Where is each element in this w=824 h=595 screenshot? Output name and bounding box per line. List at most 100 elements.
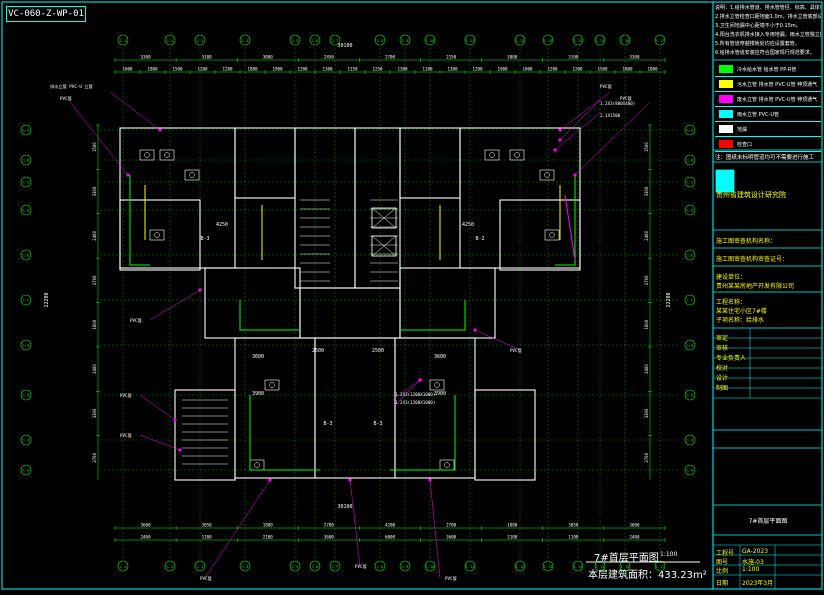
axis-bubble xyxy=(424,560,436,572)
dim-right: 2400 xyxy=(644,364,649,374)
water-pipe xyxy=(129,175,150,266)
axis-bubble xyxy=(239,560,251,572)
legend-swatch xyxy=(719,65,733,73)
sanitary-fixture xyxy=(544,229,560,241)
axis-bubble xyxy=(20,204,32,216)
axis-label-left: 1-H xyxy=(23,394,30,398)
axis-label-top: 1-12 xyxy=(516,39,525,43)
legend-label: 地漏 xyxy=(737,126,748,133)
axis-bubble xyxy=(194,34,206,46)
axis-bubble xyxy=(594,560,606,572)
leader-line xyxy=(559,99,601,141)
dim-left: 3300 xyxy=(92,186,97,196)
drawing-scale: 1:100 xyxy=(660,551,678,558)
pipe-riser-marker xyxy=(348,478,352,482)
axis-bubble xyxy=(684,204,696,216)
sink-icon xyxy=(434,382,440,388)
axis-bubble xyxy=(572,34,584,46)
company-name: 贵州省建筑设计研究院 xyxy=(716,191,786,199)
tb-sign-role: 设计 xyxy=(716,375,729,382)
legend-label: 废水立管 排水管 PVC-U管 伸顶通气 xyxy=(737,96,818,103)
legend-label: 检查口 xyxy=(737,141,753,148)
axis-label-left: 1-J xyxy=(23,439,30,443)
axis-bubble xyxy=(20,389,32,401)
tb-client-name: 贵州某某房地产开发有限公司 xyxy=(716,283,795,290)
axis-label-bottom: 1-1 xyxy=(120,565,127,569)
axis-bubble xyxy=(20,124,32,136)
sink-icon xyxy=(444,462,450,468)
dim-bottom-1: 1800 xyxy=(263,523,274,528)
pipe-label: 排水立管 PVC-U 立管 xyxy=(50,83,93,90)
dim-overall-bottom: 30100 xyxy=(337,504,352,510)
axis-bubble xyxy=(329,560,341,572)
note-line: 说明：1.给排水管道、排水管管径、标高、具体如图所示。 xyxy=(715,5,821,11)
dim-top-2: 1200 xyxy=(197,67,208,72)
pipe-label: PVC管 xyxy=(130,317,142,324)
dim-left: 2400 xyxy=(92,364,97,374)
axis-bubble xyxy=(164,34,176,46)
leader-line xyxy=(394,379,421,399)
axis-label-left: 1-C xyxy=(23,181,30,185)
axis-label-top: 1-2 xyxy=(167,39,174,43)
dim-top-2: 1150 xyxy=(347,67,358,72)
room-label: 3600 xyxy=(434,354,446,360)
dim-top-2: 1800 xyxy=(147,67,158,72)
sink-icon xyxy=(154,232,160,238)
tb-project-label: 工程名称： xyxy=(716,299,747,306)
sanitary-fixture xyxy=(159,149,175,161)
pipe-label: PVC管 xyxy=(620,95,632,102)
dim-bottom-1: 3600 xyxy=(629,523,640,528)
axis-bubble xyxy=(684,339,696,351)
axis-label-right: 1-E xyxy=(687,254,694,258)
axis-bubble xyxy=(20,249,32,261)
axis-bubble xyxy=(399,34,411,46)
tb-review-org: 施工图审查机构名称： xyxy=(716,238,777,245)
axis-bubble xyxy=(117,34,129,46)
axis-label-bottom: 1-5 xyxy=(292,565,299,569)
room-label: 4250 xyxy=(216,222,228,228)
axis-bubble xyxy=(289,34,301,46)
axis-bubble xyxy=(464,34,476,46)
legend-swatch xyxy=(719,95,733,103)
title-block-frame xyxy=(712,1,823,590)
axis-label-right: 1-G xyxy=(687,344,694,348)
pipe-riser-marker xyxy=(178,448,182,452)
pipe-label: PVC管 xyxy=(600,83,612,90)
dim-top-1: 3100 xyxy=(202,55,213,60)
leader-line xyxy=(349,479,361,567)
pipe-riser-marker xyxy=(553,148,557,152)
axis-label-bottom: 1-3 xyxy=(197,565,204,569)
dim-right: 1800 xyxy=(644,319,649,329)
sink-icon xyxy=(544,172,550,178)
wall-room xyxy=(119,199,201,271)
dim-top-2: 1300 xyxy=(322,67,333,72)
dim-top-1: 2700 xyxy=(385,55,396,60)
axis-bubble xyxy=(329,34,341,46)
axis-label-top: 1-15 xyxy=(596,39,605,43)
dim-top-2: 1200 xyxy=(297,67,308,72)
dim-bottom-1: 3050 xyxy=(568,523,579,528)
pipe-riser-marker xyxy=(418,378,422,382)
wall-room xyxy=(294,127,356,289)
pipe-label: 1.2X3(1200X1000) xyxy=(395,392,435,397)
axis-bubble xyxy=(572,560,584,572)
axis-label-top: 1-13 xyxy=(544,39,553,43)
axis-label-top: 1-5 xyxy=(292,39,299,43)
leader-line xyxy=(149,289,201,321)
pipe-riser-marker xyxy=(268,478,272,482)
room-label: 3900 xyxy=(252,391,264,397)
wall-room xyxy=(314,337,396,479)
axis-label-bottom: 1-13 xyxy=(544,565,553,569)
dim-top-2: 1800 xyxy=(247,67,258,72)
axis-bubble xyxy=(424,34,436,46)
axis-label-bottom: 1-14 xyxy=(574,565,583,569)
dim-top-1: 2150 xyxy=(446,55,457,60)
pipe-riser-marker xyxy=(126,173,130,177)
axis-label-bottom: 1-15 xyxy=(596,565,605,569)
dim-top-2: 1200 xyxy=(222,67,233,72)
axis-label-top: 1-9 xyxy=(402,39,409,43)
dim-bottom-2: 3600 xyxy=(446,535,457,540)
wall-room xyxy=(204,267,301,339)
